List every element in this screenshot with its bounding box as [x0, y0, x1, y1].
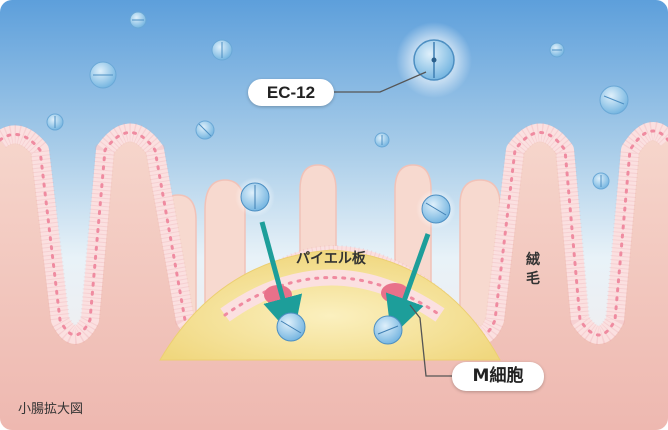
m-cell-leader-line [409, 304, 452, 377]
ec12-bacterium [413, 39, 455, 81]
uptake-right [373, 189, 456, 345]
ec12-leader-line [334, 71, 427, 93]
villus-label-top: 絨 [526, 252, 540, 268]
arrow-right [385, 233, 431, 337]
peyer-patch-label: パイエル板 [296, 251, 366, 267]
villus-label-bottom: 毛 [526, 271, 540, 287]
diagram-caption: 小腸拡大図 [18, 402, 84, 417]
uptake-left [235, 177, 306, 342]
lumen-bacteria [46, 11, 629, 190]
ec12-label: EC-12 [248, 79, 334, 106]
arrow-left [259, 221, 303, 338]
m-cell-label: M細胞 [452, 362, 544, 391]
